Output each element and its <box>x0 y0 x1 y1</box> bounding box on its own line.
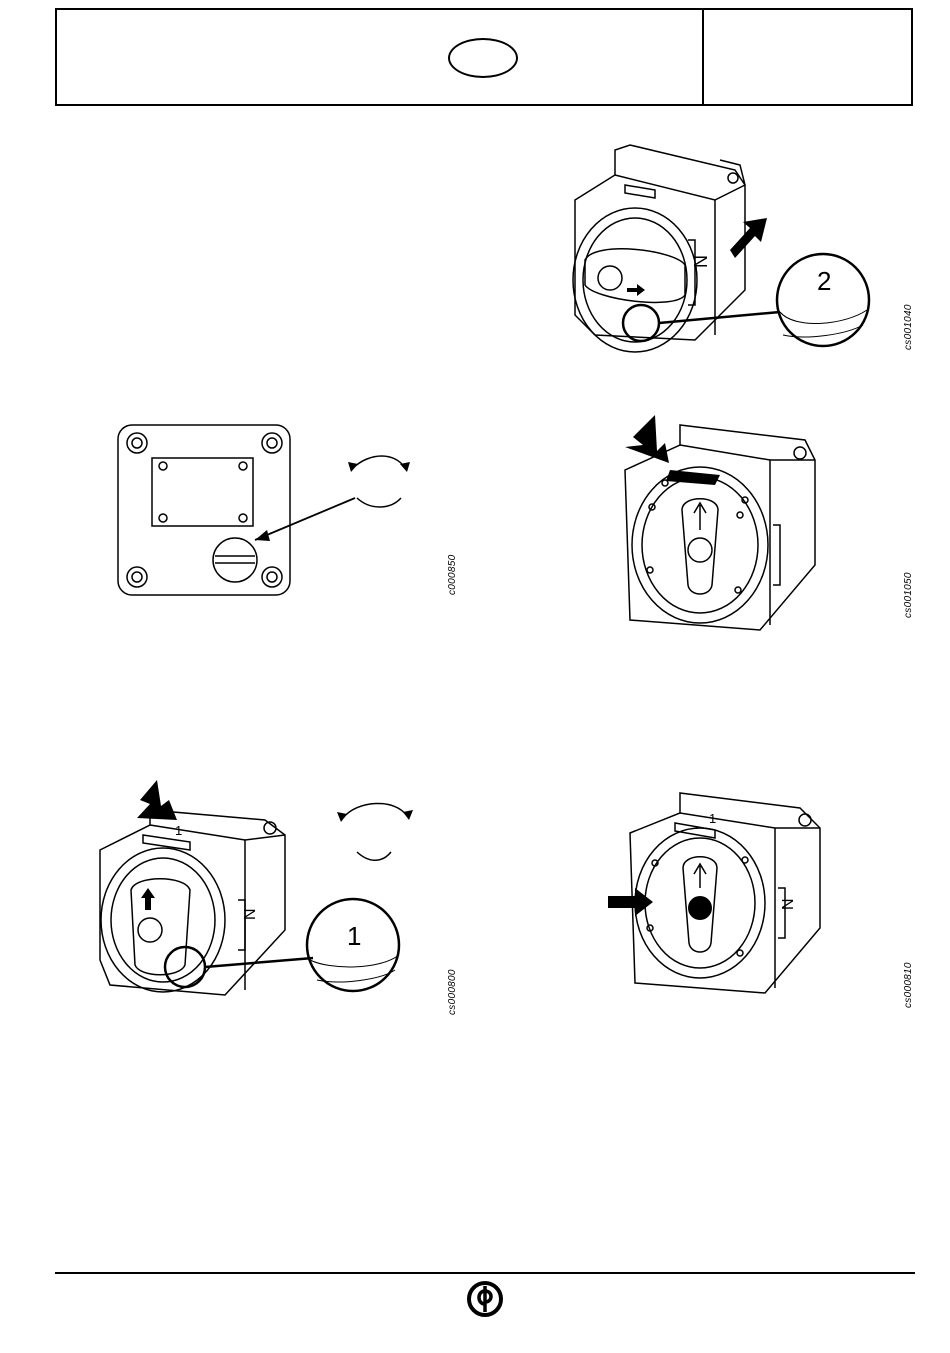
figure-code-cs001040: cs001040 <box>903 304 914 350</box>
bottom-plate-illustration <box>115 420 415 600</box>
valve-position-2-illustration: 2 N <box>555 140 875 360</box>
figure-cs000810: 1 N <box>605 778 835 1003</box>
header-box <box>55 8 913 106</box>
dial-position-label: 1 <box>347 921 361 951</box>
valve-top-button-illustration <box>620 405 830 635</box>
cp-logo-icon <box>466 1280 504 1323</box>
figure-cs001050 <box>620 405 830 635</box>
figure-code-cs001050: cs001050 <box>903 572 914 618</box>
language-oval <box>448 38 518 78</box>
footer-line <box>55 1272 915 1274</box>
figure-code-cs000810: cs000810 <box>903 962 914 1008</box>
top-label: 1 <box>175 823 182 838</box>
figure-code-c000850: c000850 <box>447 555 458 595</box>
figure-code-cs000800: cs000800 <box>447 969 458 1015</box>
figure-cs000800: 1 1 N <box>95 780 425 1010</box>
valve-front-button-illustration: 1 N <box>605 778 835 1003</box>
figure-cs001040: 2 N <box>555 140 875 360</box>
dial-position-label: 2 <box>817 266 831 296</box>
header-divider <box>702 10 704 104</box>
valve-position-1-illustration: 1 1 N <box>95 780 425 1010</box>
front-label: N <box>242 908 259 920</box>
figure-c000850 <box>115 420 415 600</box>
front-label: N <box>691 255 711 268</box>
top-label: 1 <box>709 811 716 826</box>
front-label: N <box>780 898 797 910</box>
